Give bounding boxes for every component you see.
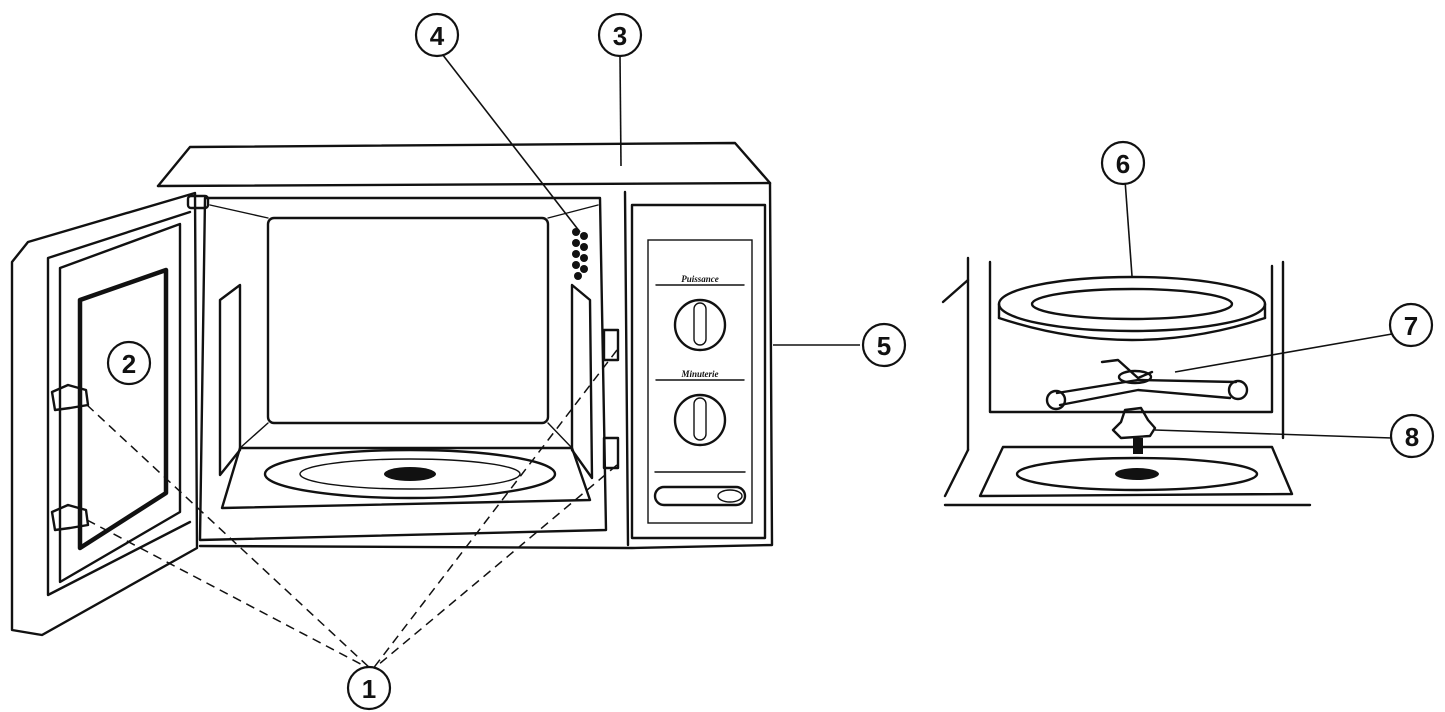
cavity-right-wall bbox=[570, 283, 594, 480]
callout-1-label: 1 bbox=[362, 674, 376, 704]
cavity-floor bbox=[220, 446, 592, 510]
callout-3-label: 3 bbox=[613, 21, 627, 51]
drive-coupler bbox=[1111, 406, 1157, 454]
callout-4-label: 4 bbox=[430, 21, 445, 51]
door-release-button bbox=[653, 485, 747, 507]
microwave-oven: Puissance Minuterie bbox=[10, 141, 774, 671]
oven-door bbox=[10, 191, 210, 637]
callout-7: 7 bbox=[1388, 302, 1434, 348]
callout-1: 1 bbox=[346, 665, 392, 711]
roller-wheel-right bbox=[1227, 379, 1249, 401]
leader-lines bbox=[438, 49, 1393, 439]
timer-label: Minuterie bbox=[680, 369, 718, 379]
callout-8-label: 8 bbox=[1405, 422, 1419, 452]
interlock-slot-lower bbox=[602, 436, 620, 470]
cabinet-top bbox=[156, 141, 772, 188]
door-hinge bbox=[186, 194, 210, 210]
door-window bbox=[77, 267, 169, 551]
timer-knob bbox=[673, 393, 727, 447]
cavity-back-wall bbox=[266, 216, 550, 425]
callout-7-label: 7 bbox=[1404, 311, 1418, 341]
interlock-leader-lines bbox=[86, 349, 618, 671]
callout-6-label: 6 bbox=[1116, 149, 1130, 179]
callout-3: 3 bbox=[597, 12, 643, 58]
power-label: Puissance bbox=[681, 274, 719, 284]
turntable-drive bbox=[384, 467, 436, 481]
glass-turntable-plate bbox=[997, 275, 1267, 342]
roller-support-ring bbox=[1045, 358, 1249, 411]
callout-8: 8 bbox=[1389, 413, 1435, 459]
callout-4: 4 bbox=[414, 12, 460, 58]
oven-cavity bbox=[198, 196, 620, 542]
roller-wheel-left bbox=[1045, 389, 1067, 411]
callout-5: 5 bbox=[861, 322, 907, 368]
control-panel: Puissance Minuterie bbox=[630, 203, 767, 540]
cavity-left-wall bbox=[218, 283, 242, 477]
interlock-slot-upper bbox=[602, 328, 620, 362]
callout-5-label: 5 bbox=[877, 331, 891, 361]
callout-2: 2 bbox=[106, 340, 152, 386]
cabinet-front bbox=[156, 181, 774, 550]
door-latch-upper bbox=[50, 383, 90, 412]
callout-2-label: 2 bbox=[122, 349, 136, 379]
ventilation-grille bbox=[572, 228, 588, 280]
callout-6: 6 bbox=[1100, 140, 1146, 186]
power-knob bbox=[673, 298, 727, 352]
door-latch-lower bbox=[50, 503, 90, 532]
turntable-detail bbox=[941, 256, 1312, 507]
turntable-tray bbox=[263, 448, 557, 500]
